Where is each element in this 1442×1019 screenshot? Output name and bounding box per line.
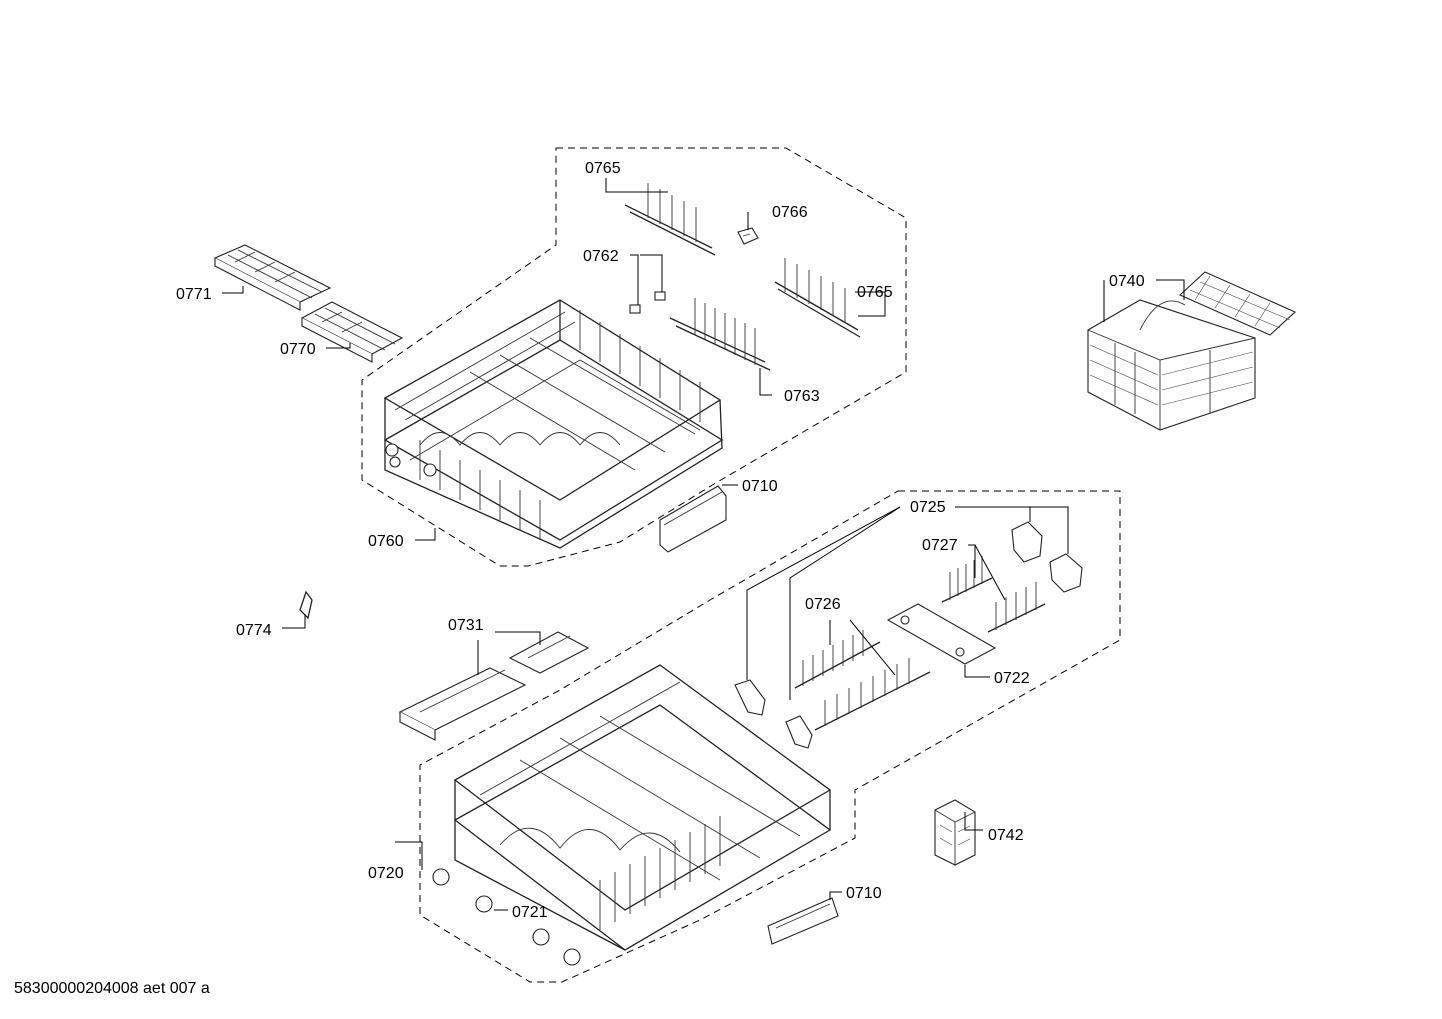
callout-0770: 0770: [280, 341, 316, 358]
plate-0722: [886, 603, 997, 665]
tray-0770: [300, 301, 404, 363]
plate-rack-0765-right: [774, 258, 861, 338]
lower-basket: [453, 664, 832, 951]
clip-0774: [299, 590, 313, 620]
cup-rack-0763: [669, 298, 771, 371]
callout-0722: 0722: [994, 670, 1030, 687]
holders-0725-lower: [734, 679, 813, 749]
clip-0766: [737, 227, 759, 245]
cutlery-basket-0740: [1087, 271, 1296, 431]
callout-0742: 0742: [988, 827, 1024, 844]
callout-0740: 0740: [1109, 273, 1145, 290]
callout-0760: 0760: [368, 533, 404, 550]
tray-0771: [213, 244, 332, 311]
tray-0731: [398, 631, 590, 741]
callout-0725: 0725: [910, 499, 946, 516]
upper-basket: [383, 299, 724, 549]
callout-0771: 0771: [176, 286, 212, 303]
leader-lines: [222, 178, 1185, 911]
plate-rack-0726: [794, 630, 931, 731]
callout-0710-lower: 0710: [846, 885, 882, 902]
wheels-0721: [432, 868, 581, 966]
callout-0721: 0721: [512, 904, 548, 921]
plate-rack-0765-upper: [624, 183, 716, 256]
callout-0765-top: 0765: [585, 160, 621, 177]
callout-0765-right: 0765: [857, 284, 893, 301]
callout-0762: 0762: [583, 248, 619, 265]
drawing-reference: 58300000204008 aet 007 a: [14, 980, 210, 997]
cutlery-insert-0742: [934, 799, 976, 866]
callout-0766: 0766: [772, 204, 808, 221]
callout-0726: 0726: [805, 596, 841, 613]
upper-basket-group-outline: [361, 147, 907, 567]
hinges-0725: [1011, 521, 1083, 593]
clips-0762: [629, 291, 666, 314]
lower-basket-group-outline: [419, 490, 1121, 983]
callout-0727: 0727: [922, 537, 958, 554]
plate-rack-0727: [941, 556, 1046, 633]
handle-0710-upper: [659, 485, 727, 553]
callout-0710-upper: 0710: [742, 478, 778, 495]
callout-0763: 0763: [784, 388, 820, 405]
callout-0720: 0720: [368, 865, 404, 882]
callout-0731: 0731: [448, 617, 484, 634]
handle-0710-lower: [767, 897, 839, 945]
callout-0774: 0774: [236, 622, 272, 639]
